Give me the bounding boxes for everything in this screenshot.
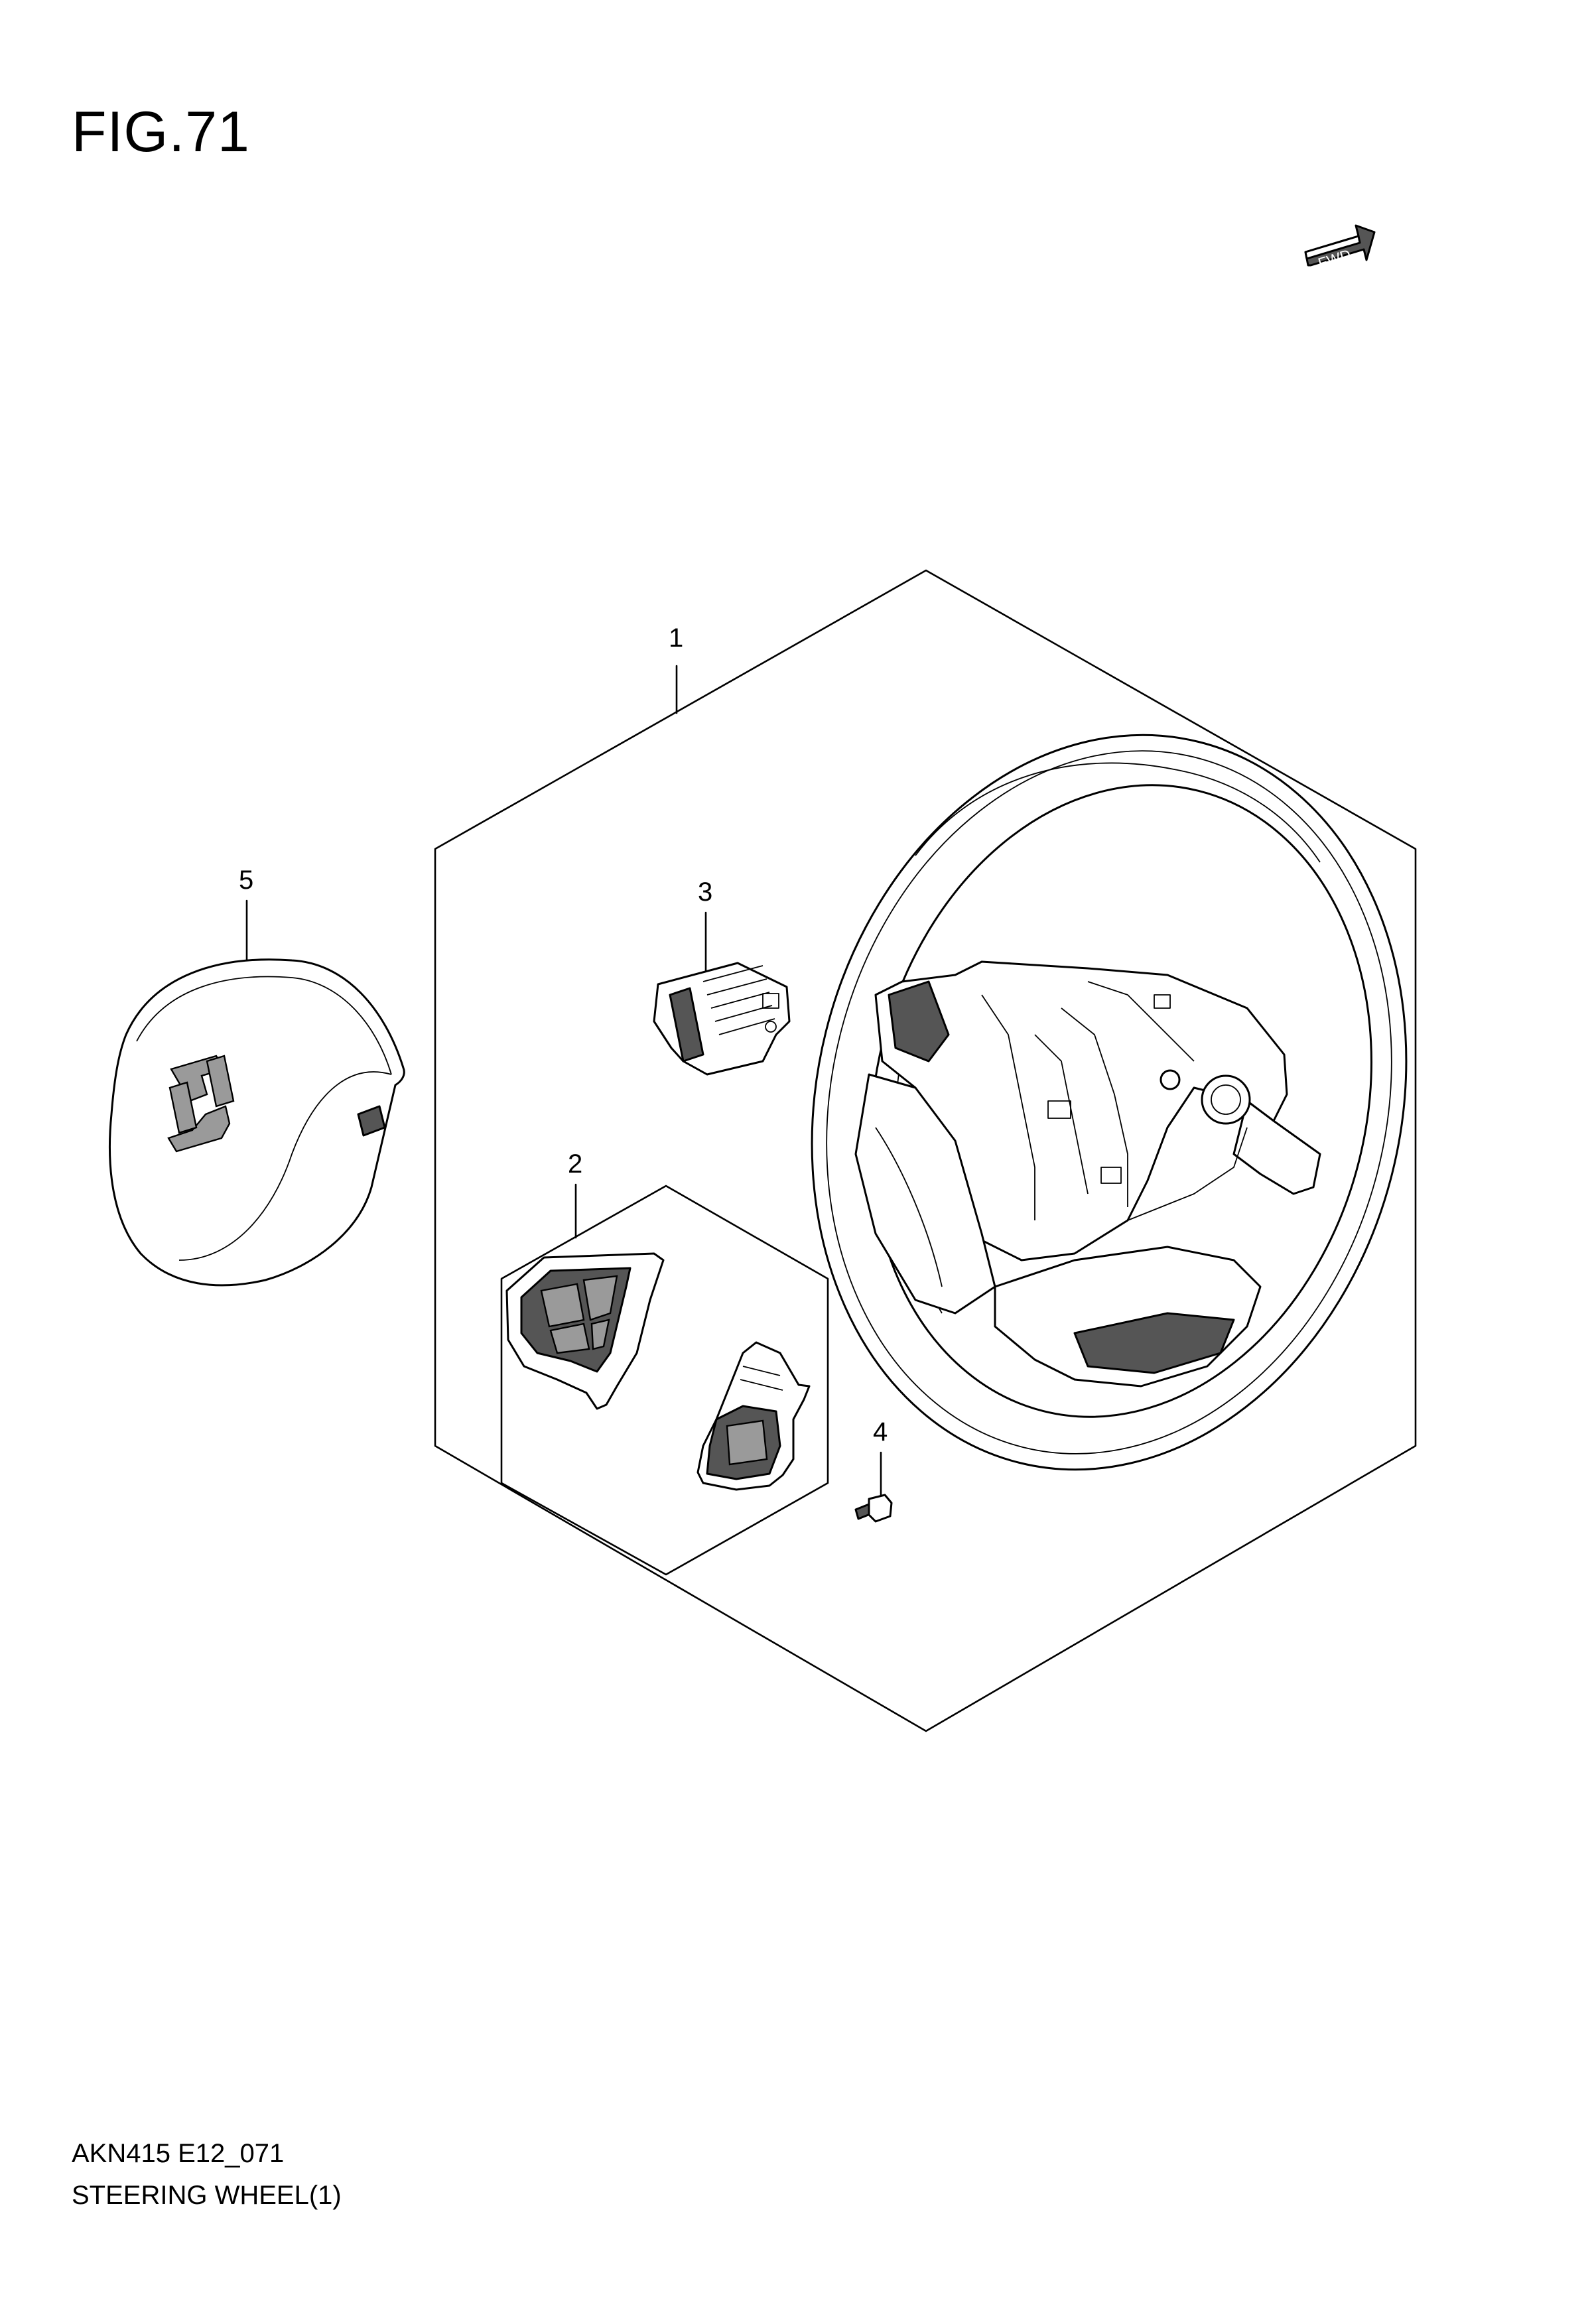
callout-3: 3	[698, 877, 712, 907]
callout-2: 2	[568, 1149, 582, 1179]
figure-name: STEERING WHEEL(1)	[72, 2181, 342, 2210]
figure-title: FIG.71	[72, 100, 250, 164]
assembly-boundary-hexagon	[434, 569, 1417, 1732]
airbag-module	[108, 958, 405, 1287]
figure-code: AKN415 E12_071	[72, 2139, 285, 2168]
callout-5: 5	[239, 866, 253, 895]
switch-assembly-left	[505, 1252, 665, 1410]
fwd-arrow-icon: FWD	[1304, 224, 1376, 272]
suzuki-logo-icon	[167, 1055, 235, 1153]
connector	[653, 962, 791, 1076]
switch-group-boundary	[500, 1185, 829, 1576]
switch-assembly-right	[696, 1341, 811, 1491]
screw	[854, 1494, 893, 1523]
steering-wheel	[811, 734, 1408, 1471]
callout-1: 1	[669, 623, 683, 653]
callout-4: 4	[873, 1417, 888, 1447]
